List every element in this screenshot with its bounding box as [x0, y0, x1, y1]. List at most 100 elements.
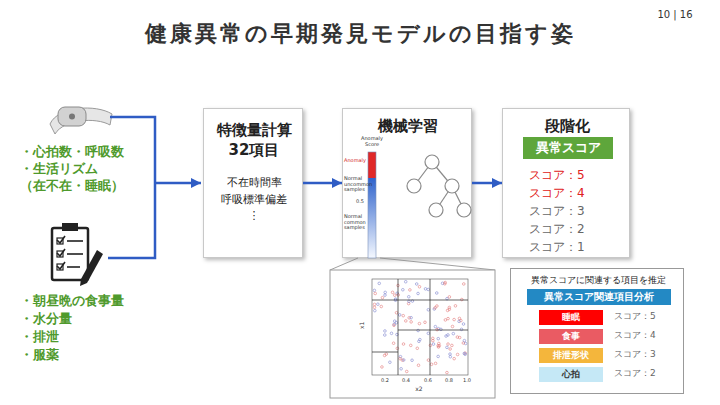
node-text: スコア：4: [529, 185, 625, 201]
scatter-point: [417, 364, 420, 367]
scatter-point: [415, 283, 418, 286]
scatter-point: [393, 320, 396, 323]
scatter-point: [373, 306, 376, 309]
scatter-point: [447, 334, 450, 337]
scatter-point: [393, 324, 396, 327]
scatter-point: [408, 300, 411, 303]
zoom-callout: [330, 258, 495, 398]
scatter-point: [394, 298, 397, 301]
scatter-point: [373, 289, 376, 292]
scatter-point: [437, 346, 440, 349]
table-header: 異常スコア関連項目分析: [527, 289, 671, 305]
scatter-point: [447, 343, 450, 346]
checklist-icon: [52, 223, 103, 286]
scatter-point: [389, 361, 392, 364]
node-heading: 食事: [539, 329, 603, 344]
scatter-point: [432, 343, 435, 346]
scatter-point: [408, 317, 411, 320]
scatter-point: [402, 343, 405, 346]
scatter-point: [396, 292, 399, 295]
node-heading: 異常スコア関連項目分析: [527, 289, 671, 305]
scatter-point: [464, 352, 467, 355]
scatter-point: [453, 357, 456, 360]
scatter-point: [418, 322, 421, 325]
scatter-point: [453, 318, 456, 321]
scatter-point: [409, 289, 412, 292]
node-heading: 特徴量計算 32項目: [204, 121, 304, 160]
flow-arrow: [472, 182, 502, 185]
scatter-point: [391, 291, 394, 294]
item-cell: 心拍: [539, 367, 603, 382]
scatter-point: [402, 314, 405, 317]
chart-label: 0.5: [356, 199, 368, 205]
scatter-point: [384, 291, 387, 294]
chart-label: Normal uncommon samples: [344, 176, 368, 193]
flow-arrow: [303, 182, 342, 185]
score-value: スコア：3: [614, 347, 676, 362]
scatter-point: [395, 321, 398, 324]
node-text: 不在時間率 呼吸標準偏差 ⋮: [219, 175, 289, 225]
scatter-point: [437, 344, 440, 347]
axis-tick: 1.0: [460, 378, 474, 384]
scatter-point: [427, 359, 430, 362]
scatter-point: [440, 328, 443, 331]
axis-tick: 0.6: [421, 378, 435, 384]
scatter-point: [402, 359, 405, 362]
scatter-point: [436, 328, 439, 331]
scatter-point: [399, 355, 402, 358]
scatter-point: [374, 309, 377, 312]
wearable-sensor-icon: [50, 107, 112, 134]
scatter-point: [398, 314, 401, 317]
chart-label: Normal common samples: [344, 214, 368, 231]
node-text: スコア：5: [529, 167, 625, 183]
scatter-point: [384, 330, 387, 333]
node-text: スコア：2: [529, 221, 625, 237]
scatter-point: [448, 308, 451, 311]
scatter-point: [448, 306, 451, 309]
analysis-panel: 異常スコアに関連する項目を推定異常スコア関連項目分析睡眠食事排泄形状心拍: [510, 268, 684, 394]
scatter-point: [416, 347, 419, 350]
scatter-point: [449, 355, 452, 358]
score-value: スコア：4: [614, 328, 676, 343]
scatter-point: [438, 344, 441, 347]
scatter-point: [377, 303, 380, 306]
scatter-point: [392, 342, 395, 345]
scatter-point: [434, 362, 437, 365]
node-heading: 睡眠: [539, 310, 603, 325]
scatter-point: [424, 288, 427, 291]
scatter-point: [383, 354, 386, 357]
scatter-point: [456, 336, 459, 339]
scatter-point: [401, 359, 404, 362]
scatter-point: [385, 353, 388, 356]
scatter-point: [447, 317, 450, 320]
scatter-point: [438, 342, 441, 345]
node-heading: 機械学習: [343, 117, 473, 137]
input-item: ・朝昼晩の食事量: [20, 292, 160, 310]
node-heading: 段階化: [503, 117, 631, 137]
scatter-point: [380, 305, 383, 308]
scatter-point: [427, 308, 430, 311]
scatter-point: [410, 316, 413, 319]
input-item: ・生活リズム （在不在・睡眠）: [20, 160, 130, 194]
scatter-point: [452, 332, 455, 335]
scatter-point: [407, 295, 410, 298]
scatter-point: [451, 325, 454, 328]
scatter-point: [446, 309, 449, 312]
scatter-point: [454, 305, 457, 308]
scatter-point: [446, 297, 449, 300]
scatter-point: [448, 296, 451, 299]
scatter-point: [399, 357, 402, 360]
scatter-point: [451, 344, 454, 347]
input-item: ・心拍数・呼吸数: [20, 143, 160, 160]
scatter-point: [417, 329, 420, 332]
item-cell: 排泄形状: [539, 348, 603, 363]
scatter-point: [435, 292, 438, 295]
scatter-point: [396, 347, 399, 350]
scatter-point: [400, 367, 403, 370]
scatter-point: [402, 288, 405, 291]
scatter-point: [393, 323, 396, 326]
scatter-point: [430, 363, 433, 366]
scatter-point: [436, 305, 439, 308]
scatter-point: [383, 334, 386, 337]
